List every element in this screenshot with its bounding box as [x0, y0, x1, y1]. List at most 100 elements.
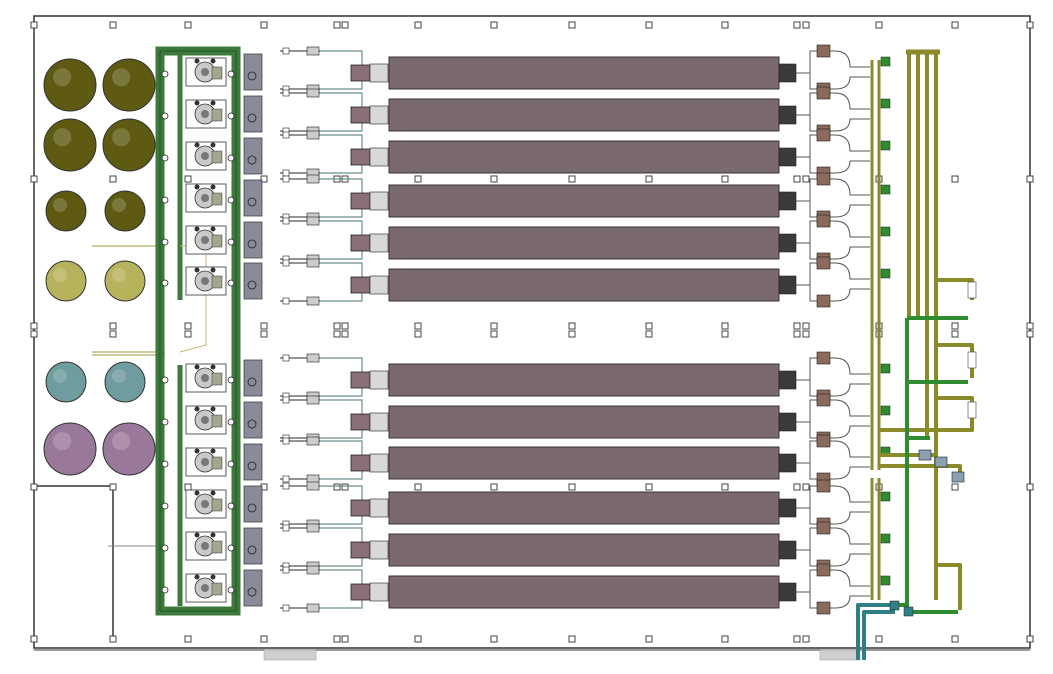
column-marker — [721, 330, 729, 338]
tank-highlight — [112, 432, 131, 451]
valve-icon — [918, 449, 932, 461]
column-marker — [645, 635, 653, 643]
column-marker — [109, 330, 117, 338]
manifold-valve — [227, 586, 235, 594]
feed-line — [320, 485, 363, 502]
feed-line — [320, 514, 363, 525]
column-marker — [490, 635, 498, 643]
column-marker — [184, 635, 192, 643]
column-marker — [645, 322, 653, 330]
feed-line — [320, 569, 363, 586]
outlet-coupling — [778, 63, 797, 83]
storage-tank-icon — [104, 260, 146, 302]
membrane-module-icon — [388, 533, 780, 567]
feed-line — [320, 357, 363, 374]
column-marker — [414, 483, 422, 491]
inlet-valve — [282, 131, 290, 139]
feed-line — [320, 469, 363, 480]
pump-impeller — [201, 584, 209, 592]
valve-icon — [816, 434, 831, 448]
outlet-branch — [809, 73, 818, 90]
membrane-module-icon — [388, 446, 780, 480]
pump-impeller — [201, 152, 209, 160]
pump-gauge — [210, 267, 216, 273]
feed-line — [320, 440, 363, 457]
column-marker — [721, 175, 729, 183]
column-marker — [793, 322, 801, 330]
permeate-line — [834, 466, 870, 480]
storage-tank-icon — [104, 190, 146, 232]
valve-icon — [816, 256, 831, 270]
permeate-line — [834, 553, 870, 567]
pump-impeller — [201, 236, 209, 244]
column-marker — [260, 330, 268, 338]
column-marker — [951, 635, 959, 643]
feed-line — [320, 598, 363, 609]
valve-icon — [880, 405, 891, 416]
column-marker — [1026, 330, 1034, 338]
manifold-valve — [161, 502, 169, 510]
feed-line — [320, 79, 363, 90]
control-panel-gauge — [247, 239, 257, 249]
pump-motor — [211, 498, 223, 512]
valve-icon — [880, 491, 891, 502]
coupling — [369, 453, 389, 473]
pump-gauge — [210, 532, 216, 538]
membrane-module-trains — [280, 44, 891, 615]
inlet-valve — [282, 89, 290, 97]
outlet-coupling — [778, 540, 797, 560]
column-marker — [109, 322, 117, 330]
column-marker — [1026, 175, 1034, 183]
green-manifold-frame — [155, 46, 241, 616]
inlet-valve — [282, 475, 290, 483]
pump-gauge — [194, 184, 200, 190]
column-marker — [184, 21, 192, 29]
header-flange — [967, 281, 977, 299]
pump-gauge — [194, 574, 200, 580]
pump-gauge — [194, 226, 200, 232]
feed-line — [320, 428, 363, 439]
membrane-module-icon — [388, 98, 780, 132]
pump-motor — [211, 414, 223, 428]
header-flange — [967, 351, 977, 369]
valve-icon — [934, 456, 948, 468]
membrane-module-icon — [388, 491, 780, 525]
storage-tank-icon — [104, 361, 146, 403]
control-panel-gauge — [247, 461, 257, 471]
inlet-end-cap — [350, 583, 371, 601]
permeate-line — [834, 246, 870, 260]
manifold-valve — [227, 238, 235, 246]
manifold-valve — [161, 586, 169, 594]
pump-motor — [211, 372, 223, 386]
manifold-valve — [227, 154, 235, 162]
outlet-coupling — [778, 275, 797, 295]
inlet-end-cap — [350, 541, 371, 559]
column-marker — [30, 175, 38, 183]
tank-highlight — [112, 68, 131, 87]
pump-motor — [211, 456, 223, 470]
valve-icon — [816, 601, 831, 615]
coupling — [369, 147, 389, 167]
valve-icon — [306, 130, 320, 140]
tank-highlight — [112, 268, 126, 282]
column-marker — [414, 635, 422, 643]
valve-icon — [889, 600, 900, 611]
header-flange — [967, 401, 977, 419]
column-marker — [951, 322, 959, 330]
feed-line — [320, 386, 363, 397]
pump-gauge — [210, 58, 216, 64]
column-marker — [490, 483, 498, 491]
pump-gauge — [210, 364, 216, 370]
feed-line — [320, 207, 363, 218]
outlet-branch — [796, 569, 818, 593]
membrane-module-icon — [388, 226, 780, 260]
column-marker — [802, 330, 810, 338]
storage-tank-icon — [45, 361, 87, 403]
column-marker — [1026, 635, 1034, 643]
column-marker — [30, 21, 38, 29]
outlet-branch — [809, 157, 818, 174]
column-marker — [333, 635, 341, 643]
permeate-line — [834, 399, 870, 417]
permeate-line — [834, 569, 870, 587]
column-marker — [793, 175, 801, 183]
